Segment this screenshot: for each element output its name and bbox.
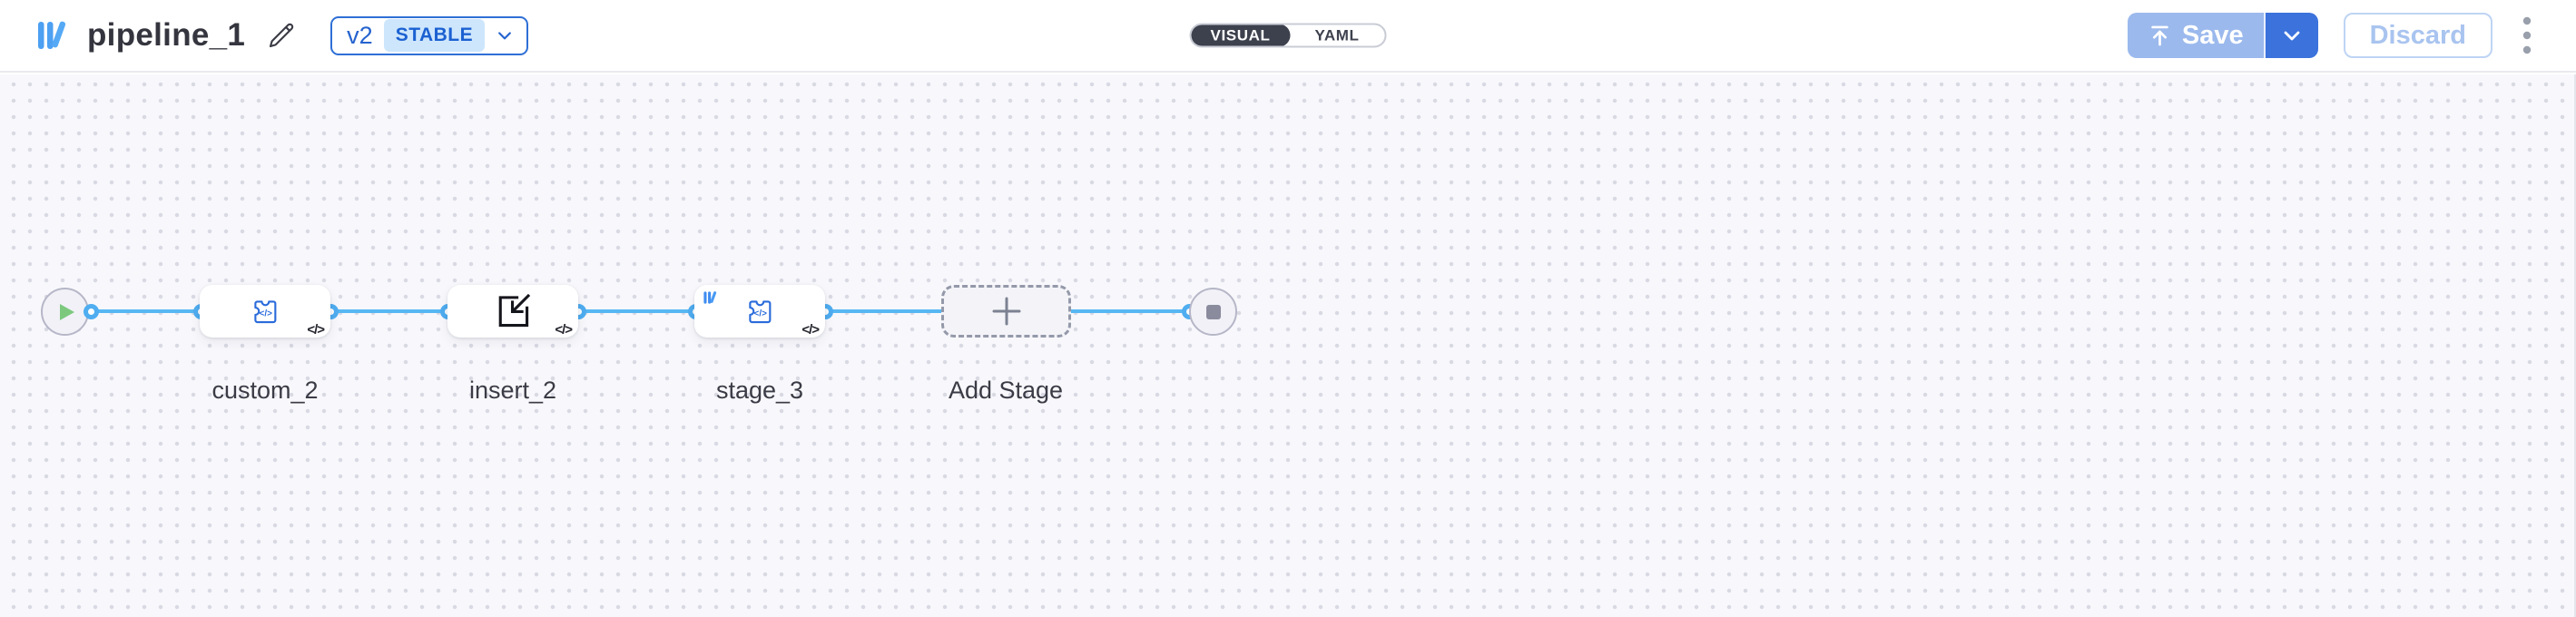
- discard-button[interactable]: Discard: [2343, 13, 2492, 58]
- stop-icon: [1205, 304, 1221, 319]
- svg-text:</>: </>: [260, 309, 273, 319]
- stage-label-insert-2: insert_2: [468, 377, 557, 404]
- custom-processor-icon: </>: [254, 300, 277, 324]
- code-badge-icon: </>: [555, 322, 573, 338]
- version-selector[interactable]: v2 STABLE: [330, 15, 529, 55]
- save-button-label: Save: [2181, 20, 2244, 50]
- stage-label-stage-3: stage_3: [715, 377, 804, 404]
- brand-mini-logo-icon: [703, 291, 717, 304]
- play-icon: [59, 303, 74, 320]
- save-options-button[interactable]: [2265, 13, 2318, 58]
- code-badge-icon: </>: [801, 322, 820, 338]
- kebab-menu-icon: [2522, 16, 2532, 54]
- chevron-down-icon: [2284, 31, 2300, 41]
- view-mode-toggle: VISUAL YAML: [1189, 23, 1387, 48]
- version-label: v2: [347, 21, 373, 49]
- add-stage-button[interactable]: [941, 285, 1071, 338]
- edge-insert2-to-stage3: [578, 309, 695, 313]
- more-options-button[interactable]: [2518, 15, 2536, 56]
- pipeline-end-node[interactable]: [1189, 288, 1237, 336]
- page-title: pipeline_1: [87, 17, 246, 53]
- plus-icon: [992, 297, 1020, 326]
- edge-addstage-to-end: [1069, 309, 1191, 313]
- version-status-badge: STABLE: [383, 19, 486, 52]
- stage-label-custom-2: custom_2: [211, 377, 319, 404]
- tab-visual[interactable]: VISUAL: [1191, 24, 1291, 46]
- code-badge-icon: </>: [307, 322, 325, 338]
- header-actions: Save Discard: [2127, 13, 2536, 58]
- save-button[interactable]: Save: [2127, 13, 2266, 58]
- add-stage-label: Add Stage: [948, 377, 1064, 404]
- tab-yaml[interactable]: YAML: [1314, 26, 1360, 44]
- edit-pencil-icon: [270, 23, 294, 48]
- stage-node-insert-2[interactable]: </>: [447, 285, 578, 338]
- brand-logo-icon: [38, 21, 66, 49]
- chevron-down-icon: [498, 32, 512, 40]
- stage-node-stage-3[interactable]: </> </>: [694, 285, 825, 338]
- edge-start-to-custom2: [91, 309, 201, 313]
- edge-stage3-to-addstage: [825, 309, 944, 313]
- svg-text:</>: </>: [754, 309, 768, 319]
- save-split-button: Save: [2127, 13, 2318, 58]
- pipeline-canvas[interactable]: </> </> </> </> </>: [0, 74, 2576, 617]
- insert-icon: [498, 293, 531, 328]
- edit-title-button[interactable]: [267, 21, 296, 50]
- custom-processor-icon: </>: [749, 300, 772, 324]
- edge-custom2-to-insert2: [330, 309, 447, 313]
- connection-handle[interactable]: [84, 304, 99, 319]
- pipeline-start-node[interactable]: [41, 288, 89, 336]
- upload-icon: [2151, 25, 2168, 45]
- header-bar: pipeline_1 v2 STABLE VISUAL YAML Save: [0, 0, 2576, 73]
- stage-node-custom-2[interactable]: </> </>: [200, 285, 330, 338]
